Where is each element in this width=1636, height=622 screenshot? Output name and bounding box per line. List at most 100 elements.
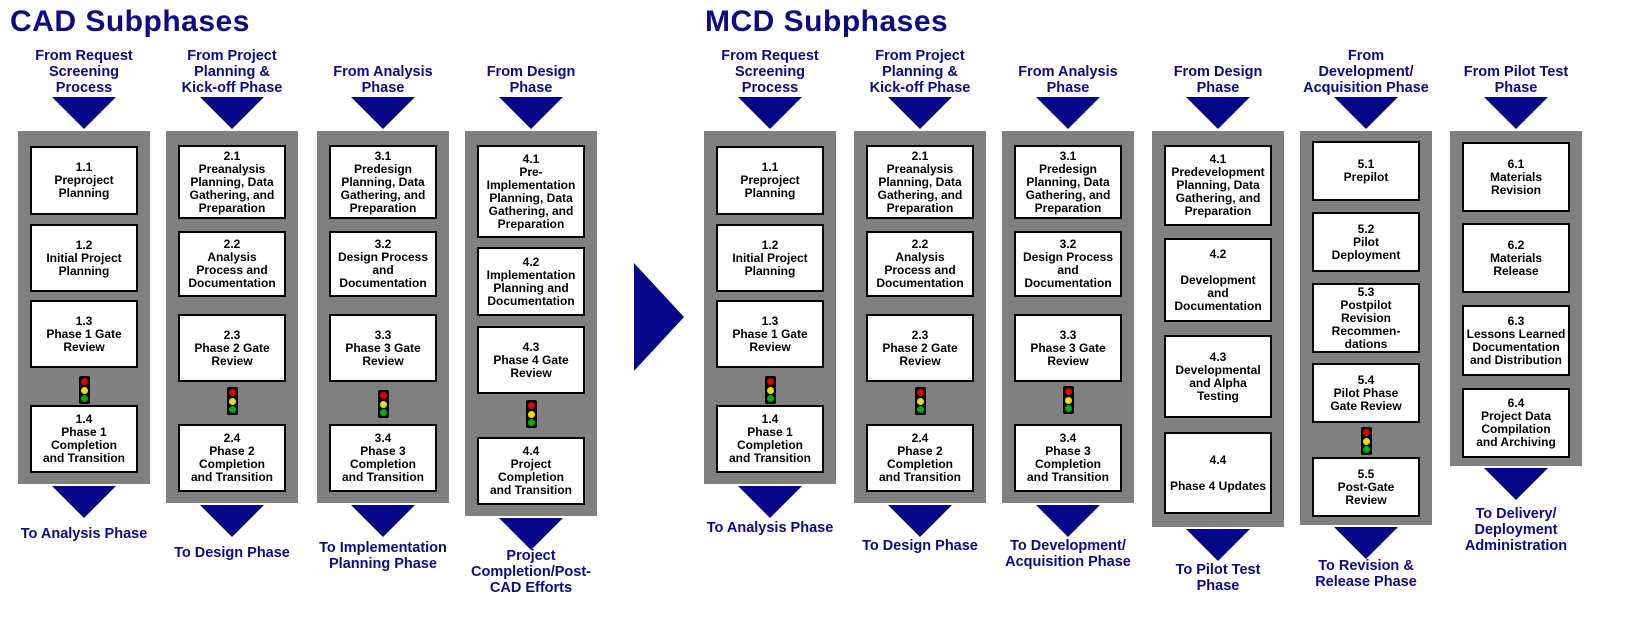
mcd-column-5-footer: To Revision & Release Phase	[1315, 558, 1417, 590]
traffic-light-icon	[79, 376, 90, 404]
down-arrow-icon	[1484, 97, 1548, 129]
cad-column-1-footer: To Analysis Phase	[20, 526, 148, 542]
subphase-box[interactable]: 6.3 Lessons Learned Documentation and Di…	[1462, 305, 1570, 376]
down-arrow-icon	[200, 97, 264, 129]
traffic-light-icon	[1361, 427, 1372, 455]
mcd-column-3: From Analysis Phase 3.1 Predesign Plannin…	[1002, 0, 1134, 622]
cad-column-1: From Request Screening Process 1.1 Prepro…	[18, 0, 150, 622]
cad-column-4-footer: Project Completion/Post- CAD Efforts	[470, 548, 592, 596]
subphase-box[interactable]: 3.2 Design Process and Documentation	[1014, 231, 1122, 297]
down-arrow-icon	[738, 97, 802, 129]
cad-column-2-header: From Project Planning & Kick-off Phase	[181, 48, 283, 96]
traffic-light-icon	[378, 390, 389, 418]
traffic-light-icon	[765, 376, 776, 404]
cad-column-1-header: From Request Screening Process	[35, 48, 133, 96]
cad-column-2: From Project Planning & Kick-off Phase 2.…	[166, 0, 298, 622]
subphase-box[interactable]: 4.2 Implementation Planning and Document…	[477, 247, 585, 316]
mcd-column-5: From Development/ Acquisition Phase 5.1 P…	[1300, 0, 1432, 622]
subphase-box[interactable]: 3.4 Phase 3 Completion and Transition	[329, 424, 437, 492]
subphase-box[interactable]: 3.4 Phase 3 Completion and Transition	[1014, 424, 1122, 492]
down-arrow-icon	[888, 505, 952, 537]
subphase-box[interactable]: 1.2 Initial Project Planning	[716, 224, 824, 292]
down-arrow-icon	[1036, 97, 1100, 129]
subphase-box[interactable]: 5.2 Pilot Deployment	[1312, 212, 1420, 272]
down-arrow-icon	[52, 97, 116, 129]
traffic-light-icon	[915, 387, 926, 415]
subphase-box[interactable]: 2.1 Preanalysis Planning, Data Gathering…	[178, 145, 286, 219]
cad-column-3: From Analysis Phase 3.1 Predesign Plannin…	[317, 0, 449, 622]
subphase-box[interactable]: 1.3 Phase 1 Gate Review	[30, 300, 138, 368]
down-arrow-icon	[1334, 97, 1398, 129]
down-arrow-icon	[888, 97, 952, 129]
subphase-box[interactable]: 4.3 Phase 4 Gate Review	[477, 326, 585, 394]
cad-column-3-footer: To Implementation Planning Phase	[319, 540, 447, 572]
down-arrow-icon	[351, 505, 415, 537]
transition-arrow-icon	[634, 263, 684, 371]
down-arrow-icon	[1036, 505, 1100, 537]
subphase-box[interactable]: 6.1 Materials Revision	[1462, 142, 1570, 212]
subphase-box[interactable]: 2.4 Phase 2 Completion and Transition	[866, 424, 974, 492]
down-arrow-icon	[52, 486, 116, 518]
subphase-box[interactable]: 5.1 Prepilot	[1312, 141, 1420, 201]
subphase-box[interactable]: 2.3 Phase 2 Gate Review	[178, 314, 286, 382]
mcd-column-4-footer: To Pilot Test Phase	[1175, 562, 1261, 594]
subphase-box[interactable]: 4.1 Predevelopment Planning, Data Gather…	[1164, 145, 1272, 226]
subphase-box[interactable]: 5.5 Post-Gate Review	[1312, 457, 1420, 517]
traffic-light-icon	[227, 387, 238, 415]
mcd-column-2: From Project Planning & Kick-off Phase 2.…	[854, 0, 986, 622]
cad-column-4: From Design Phase 4.1 Pre- Implementation…	[465, 0, 597, 622]
subphase-box[interactable]: 2.1 Preanalysis Planning, Data Gathering…	[866, 145, 974, 219]
mcd-column-4-header: From Design Phase	[1173, 64, 1263, 96]
subphase-box[interactable]: 5.4 Pilot Phase Gate Review	[1312, 363, 1420, 423]
down-arrow-icon	[351, 97, 415, 129]
subphase-box[interactable]: 4.3 Developmental and Alpha Testing	[1164, 335, 1272, 418]
subphase-box[interactable]: 2.3 Phase 2 Gate Review	[866, 314, 974, 382]
down-arrow-icon	[738, 486, 802, 518]
cad-title: CAD Subphases	[10, 5, 250, 38]
mcd-title: MCD Subphases	[705, 5, 949, 38]
cad-column-3-header: From Analysis Phase	[333, 64, 433, 96]
subphase-box[interactable]: 6.2 Materials Release	[1462, 223, 1570, 293]
down-arrow-icon	[499, 97, 563, 129]
traffic-light-icon	[1063, 386, 1074, 414]
mcd-column-1-header: From Request Screening Process	[721, 48, 819, 96]
subphase-box[interactable]: 2.2 Analysis Process and Documentation	[866, 231, 974, 297]
mcd-column-3-header: From Analysis Phase	[1018, 64, 1118, 96]
down-arrow-icon	[1334, 527, 1398, 559]
subphase-box[interactable]: 6.4 Project Data Compilation and Archivi…	[1462, 388, 1570, 458]
subphase-box[interactable]: 1.4 Phase 1 Completion and Transition	[716, 405, 824, 473]
subphase-box[interactable]: 1.4 Phase 1 Completion and Transition	[30, 405, 138, 473]
subphase-box[interactable]: 2.2 Analysis Process and Documentation	[178, 231, 286, 297]
subphase-box[interactable]: 3.3 Phase 3 Gate Review	[1014, 314, 1122, 382]
cad-column-4-header: From Design Phase	[486, 64, 576, 96]
subphase-box[interactable]: 4.4 Project Completion and Transition	[477, 437, 585, 505]
subphase-box[interactable]: 3.1 Predesign Planning, Data Gathering, …	[1014, 145, 1122, 219]
down-arrow-icon	[200, 505, 264, 537]
mcd-column-1-footer: To Analysis Phase	[706, 520, 834, 536]
subphase-box[interactable]: 2.4 Phase 2 Completion and Transition	[178, 424, 286, 492]
down-arrow-icon	[1186, 529, 1250, 561]
subphase-box[interactable]: 4.1 Pre- Implementation Planning, Data G…	[477, 145, 585, 238]
down-arrow-icon	[1484, 468, 1548, 500]
subphase-box[interactable]: 1.2 Initial Project Planning	[30, 224, 138, 292]
subphase-box[interactable]: 4.4 Phase 4 Updates	[1164, 432, 1272, 514]
mcd-column-1: From Request Screening Process 1.1 Prepro…	[704, 0, 836, 622]
mcd-column-6-header: From Pilot Test Phase	[1463, 64, 1569, 96]
subphase-box[interactable]: 4.2 Development and Documentation	[1164, 238, 1272, 322]
mcd-column-2-footer: To Design Phase	[862, 538, 978, 554]
down-arrow-icon	[499, 518, 563, 550]
mcd-column-2-header: From Project Planning & Kick-off Phase	[869, 48, 971, 96]
subphase-box[interactable]: 3.1 Predesign Planning, Data Gathering, …	[329, 145, 437, 219]
mcd-column-6-footer: To Delivery/ Deployment Administration	[1464, 506, 1568, 554]
traffic-light-icon	[526, 400, 537, 428]
cad-column-2-footer: To Design Phase	[174, 545, 290, 561]
subphase-box[interactable]: 1.1 Preproject Planning	[30, 146, 138, 215]
subphase-box[interactable]: 1.3 Phase 1 Gate Review	[716, 300, 824, 368]
subphase-box[interactable]: 5.3 Postpilot Revision Recommen- dations	[1312, 283, 1420, 353]
subphase-box[interactable]: 3.3 Phase 3 Gate Review	[329, 314, 437, 382]
subphase-box[interactable]: 3.2 Design Process and Documentation	[329, 231, 437, 297]
mcd-column-5-header: From Development/ Acquisition Phase	[1303, 48, 1429, 96]
mcd-column-3-footer: To Development/ Acquisition Phase	[1005, 538, 1131, 570]
subphase-box[interactable]: 1.1 Preproject Planning	[716, 146, 824, 215]
down-arrow-icon	[1186, 97, 1250, 129]
